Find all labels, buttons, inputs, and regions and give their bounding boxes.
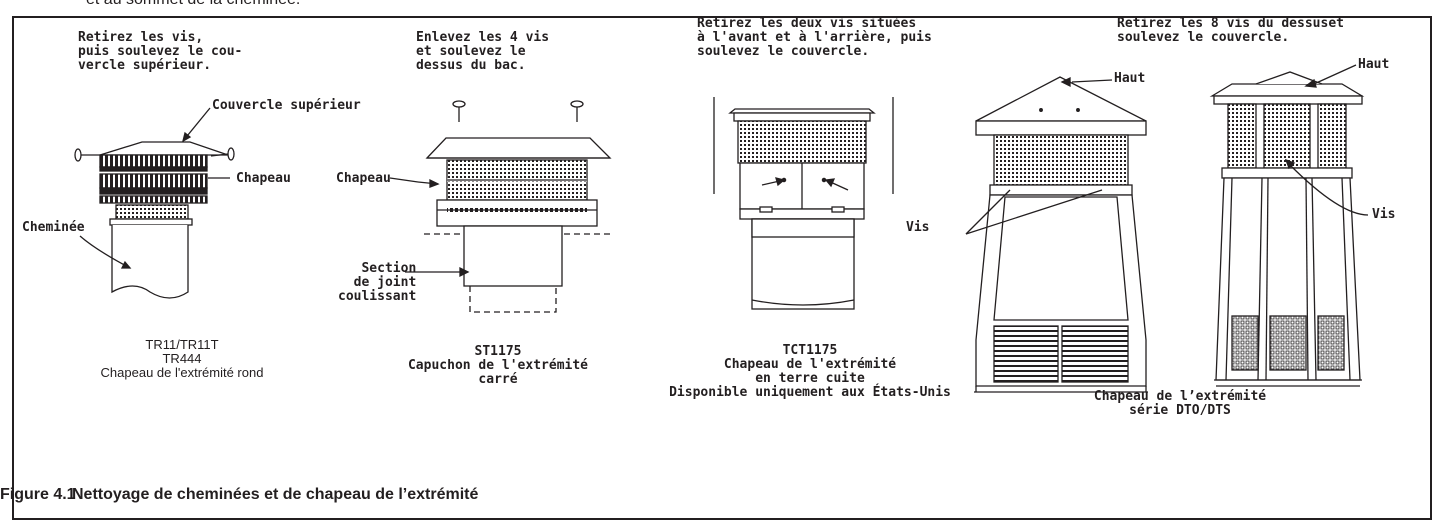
dto-cap-illustration <box>965 76 1148 393</box>
cut-off-body-text: et au sommet de la cheminée. <box>86 0 300 9</box>
screw-icon-right <box>570 100 584 122</box>
figure-number: Figure 4.1 <box>0 486 76 503</box>
tr11-label-chimney: Cheminée <box>22 220 85 235</box>
screw-icon-left <box>452 100 466 122</box>
st1175-instruction: Enlevez les 4 vis et soulevez le dessus … <box>416 30 550 73</box>
figure-caption: Figure 4.1Nettoyage de cheminées et de c… <box>0 486 478 504</box>
st1175-label-section: Section de joint coulissant <box>338 261 417 304</box>
figure-frame <box>12 16 1432 520</box>
tr11-round-cap-illustration <box>74 107 235 299</box>
tr11-label-top-cover: Couvercle supérieur <box>212 98 361 113</box>
dto-caption: Chapeau de l’extrémité série DTO/DTS <box>1093 389 1267 418</box>
screw-icon-left <box>74 148 100 162</box>
tct1175-terracotta-cap-illustration <box>713 97 894 310</box>
tct1175-instruction: Retirez les deux vis situées à l'avant e… <box>697 16 932 59</box>
dto-label-screws: Vis <box>1372 207 1396 222</box>
st1175-caption: ST1175 Capuchon de l'extrémité carré <box>407 344 588 387</box>
dto-label-top-right: Haut <box>1358 57 1390 72</box>
st1175-label-cap: Chapeau <box>336 171 391 186</box>
dts-cap-illustration <box>1209 64 1369 387</box>
tr11-label-cap: Chapeau <box>236 171 291 186</box>
dto-label-top-left: Haut <box>1114 71 1146 86</box>
tr11-instruction: Retirez les vis, puis soulevez le cou- v… <box>78 30 243 73</box>
figure-title: Nettoyage de cheminées et de chapeau de … <box>72 486 479 503</box>
dto-instruction: Retirez les 8 vis du dessuset soulevez l… <box>1117 16 1344 45</box>
tct1175-caption: TCT1175 Chapeau de l'extrémité en terre … <box>669 343 951 400</box>
tct1175-label-screws: Vis <box>906 220 930 235</box>
screw-icon-right <box>210 147 235 161</box>
st1175-square-cap-illustration <box>389 100 614 313</box>
tr11-caption: TR11/TR11T TR444 Chapeau de l'extrémité … <box>100 337 264 380</box>
